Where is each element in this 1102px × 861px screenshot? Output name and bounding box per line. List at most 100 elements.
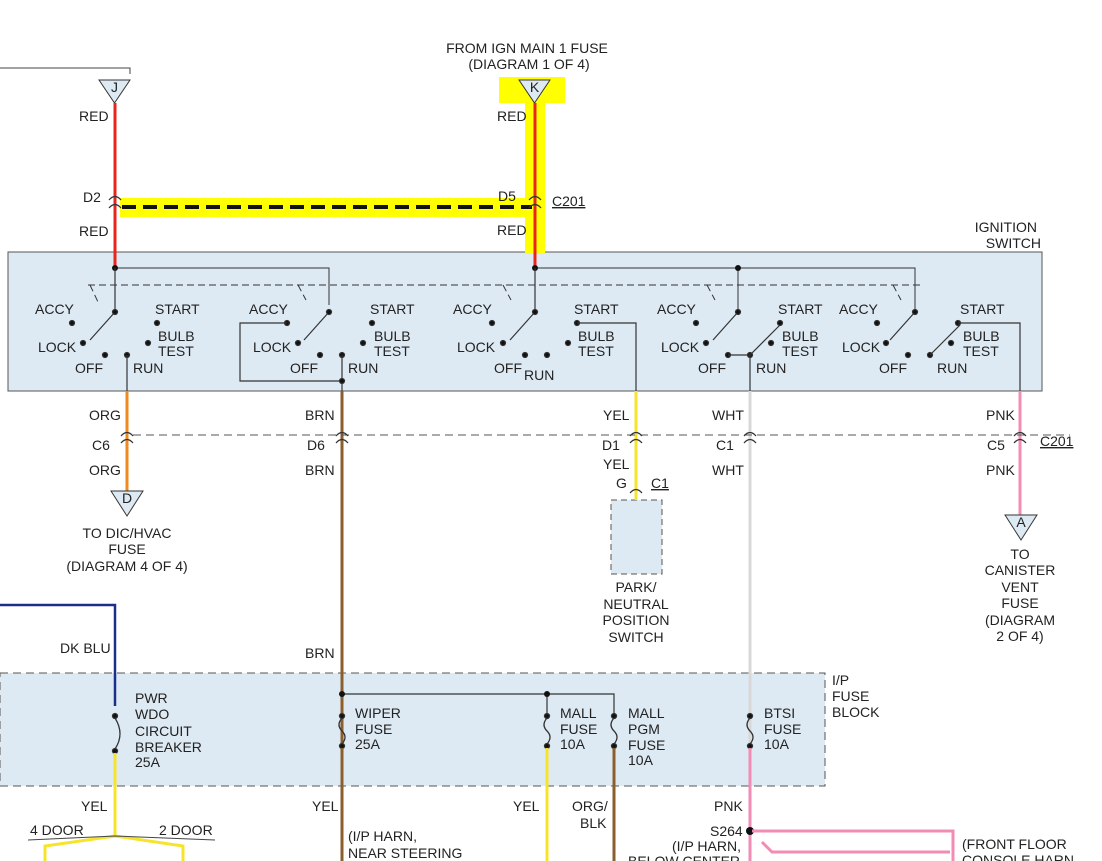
dest-d-line-1: TO DIC/HVAC	[83, 525, 172, 541]
fuse-block-title-3: BLOCK	[832, 704, 880, 720]
offpage-wire	[0, 67, 131, 74]
fuse-bus	[342, 693, 615, 714]
switch-section-4	[692, 308, 784, 391]
wire-label-brn-1: BRN	[305, 407, 335, 423]
pos-run-4: RUN	[756, 360, 786, 376]
bus-node-3	[735, 265, 741, 271]
pos-off-5: OFF	[879, 360, 907, 376]
pos-run-1: RUN	[133, 360, 163, 376]
four-door-label: 4 DOOR	[30, 822, 84, 838]
connector-k-letter: K	[530, 79, 540, 95]
park-connector-c1: C1	[651, 475, 669, 491]
wire-label-wht-2: WHT	[712, 462, 744, 478]
connector-a-letter: A	[1016, 514, 1026, 530]
ignition-switch-title-1: IGNITION	[975, 219, 1037, 235]
fuse-block-panel	[0, 672, 826, 787]
pos-bulb-5: BULB	[963, 328, 1000, 344]
connector-d-triangle	[110, 490, 144, 517]
pos-test-5: TEST	[963, 343, 999, 359]
wire-dk-blu	[0, 603, 117, 706]
dest-a-line-4: FUSE	[1001, 595, 1038, 611]
park-switch-line-1: PARK/	[616, 579, 657, 595]
fuse-symbols	[111, 712, 754, 755]
two-door-label: 2 DOOR	[159, 822, 213, 838]
pin-d5: D5	[498, 188, 516, 204]
connector-j-letter: J	[111, 79, 118, 95]
wire-label-red-3: RED	[79, 223, 109, 239]
pos-start-3: START	[574, 301, 619, 317]
wiper-fuse-line-1: WIPER	[355, 705, 401, 721]
mall-pgm-fuse-line-2: PGM	[628, 721, 660, 737]
wire-label-pnk-3: PNK	[714, 798, 743, 814]
harn-steering-1: (I/P HARN,	[348, 828, 417, 844]
harn-console-2: CONSOLE HARN	[962, 852, 1074, 861]
harn-console-1: (FRONT FLOOR	[962, 836, 1067, 852]
pos-bulb-3: BULB	[578, 328, 615, 344]
mall-fuse-line-3: 10A	[560, 736, 586, 752]
wire-label-wht-1: WHT	[712, 407, 744, 423]
pos-start-1: START	[155, 301, 200, 317]
pos-off-3: OFF	[494, 360, 522, 376]
pos-bulb-4: BULB	[782, 328, 819, 344]
pos-accy-2: ACCY	[249, 301, 289, 317]
pos-accy-4: ACCY	[657, 301, 697, 317]
c201-d2-mark	[108, 195, 122, 209]
ignition-switch-panel	[7, 251, 1043, 392]
pin-c6: C6	[92, 437, 110, 453]
wire-label-org-blk-1: ORG/	[572, 798, 608, 814]
wire-label-yel-3: YEL	[81, 798, 108, 814]
dest-d-line-3: (DIAGRAM 4 OF 4)	[66, 558, 187, 574]
pos-start-5: START	[960, 301, 1005, 317]
mall-fuse-line-1: MALL	[560, 705, 597, 721]
pos-accy-1: ACCY	[35, 301, 75, 317]
pos-start-4: START	[778, 301, 823, 317]
wire-label-org-blk-2: BLK	[580, 815, 607, 831]
pos-run-5: RUN	[937, 360, 967, 376]
switch-bus	[115, 267, 916, 312]
fuse-block-title-2: FUSE	[832, 688, 869, 704]
door-split-bracket	[27, 835, 216, 841]
park-switch-line-4: SWITCH	[608, 629, 663, 645]
wire-yel-doors	[43, 834, 185, 861]
pos-run-3: RUN	[524, 367, 554, 383]
pos-start-2: START	[370, 301, 415, 317]
btsi-fuse-line-1: BTSI	[764, 705, 795, 721]
pin-d6: D6	[307, 437, 325, 453]
pos-accy-5: ACCY	[839, 301, 879, 317]
mall-fuse-line-2: FUSE	[560, 721, 597, 737]
fuse-bus-node-1	[339, 691, 345, 697]
dest-a-line-1: TO	[1010, 546, 1029, 562]
fuse-bus-node-2	[544, 691, 550, 697]
harn-steering-2: NEAR STEERING	[348, 845, 462, 861]
splice-s264	[746, 827, 754, 835]
switch-section-5	[873, 308, 1021, 391]
dest-a-line-5: (DIAGRAM	[985, 612, 1055, 628]
wire-label-red-2: RED	[497, 108, 527, 124]
switch-section-3	[488, 268, 637, 391]
connector-j-triangle	[98, 79, 131, 104]
btsi-fuse-line-2: FUSE	[764, 721, 801, 737]
wire-label-red-1: RED	[79, 108, 109, 124]
wire-label-org-2: ORG	[89, 462, 121, 478]
switch-section-2	[239, 308, 376, 391]
pos-lock-1: LOCK	[38, 339, 77, 355]
dest-a-line-6: 2 OF 4)	[996, 628, 1043, 644]
wire-label-brn-2: BRN	[305, 462, 335, 478]
pos-lock-3: LOCK	[457, 339, 496, 355]
park-switch-line-3: POSITION	[603, 612, 670, 628]
switch-section-1	[68, 268, 161, 391]
mall-pgm-fuse-line-4: 10A	[628, 752, 654, 768]
pos-off-2: OFF	[290, 360, 318, 376]
wiper-fuse-line-2: FUSE	[355, 721, 392, 737]
pos-accy-3: ACCY	[453, 301, 493, 317]
pos-bulb-2: BULB	[374, 328, 411, 344]
pos-off-4: OFF	[698, 360, 726, 376]
wire-label-red-4: RED	[497, 222, 527, 238]
pos-lock-2: LOCK	[253, 339, 292, 355]
fuse-block-title-1: I/P	[832, 672, 849, 688]
pos-test-4: TEST	[782, 343, 818, 359]
connector-d-letter: D	[122, 490, 132, 506]
pos-lock-5: LOCK	[842, 339, 881, 355]
pos-run-2: RUN	[348, 360, 378, 376]
pos-test-3: TEST	[578, 343, 614, 359]
